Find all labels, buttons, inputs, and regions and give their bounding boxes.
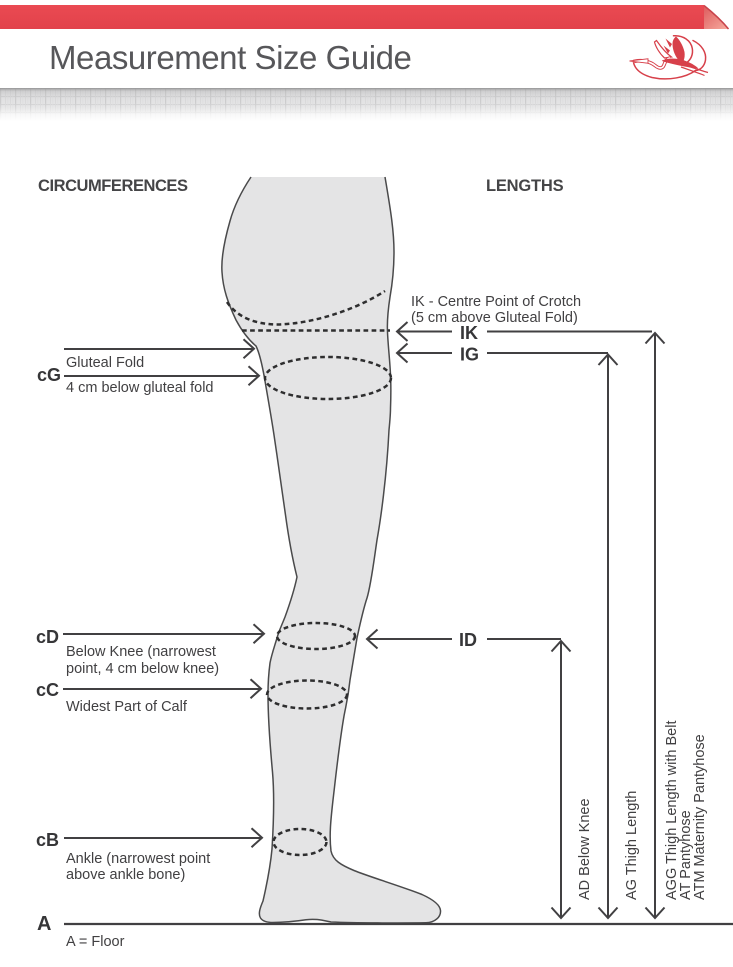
svg-text:Gluteal Fold: Gluteal Fold [66,355,144,371]
svg-text:IG: IG [460,345,479,365]
svg-text:4 cm below gluteal fold: 4 cm below gluteal fold [66,380,214,396]
svg-text:IK: IK [460,323,478,343]
svg-text:Measurement Size Guide: Measurement Size Guide [49,39,411,76]
svg-text:Ankle (narrowest point: Ankle (narrowest point [66,851,210,867]
svg-text:CIRCUMFERENCES: CIRCUMFERENCES [38,177,188,195]
svg-text:cD: cD [36,627,59,647]
svg-text:ATM Maternity Pantyhose: ATM Maternity Pantyhose [692,734,708,900]
svg-text:point, 4 cm below knee): point, 4 cm below knee) [66,661,219,677]
svg-text:Widest Part of Calf: Widest Part of Calf [66,699,188,715]
svg-text:LENGTHS: LENGTHS [486,177,564,195]
svg-text:AG Thigh Length: AG Thigh Length [624,791,640,900]
svg-text:cG: cG [37,365,61,385]
svg-text:AT Pantyhose: AT Pantyhose [678,810,694,900]
svg-text:A = Floor: A = Floor [66,934,125,950]
svg-text:cC: cC [36,680,59,700]
svg-text:AGG Thigh Length with Belt: AGG Thigh Length with Belt [664,721,680,900]
svg-text:AD Below Knee: AD Below Knee [577,798,593,900]
svg-text:A: A [37,913,51,935]
svg-text:cB: cB [36,830,59,850]
svg-text:IK - Centre Point of Crotch: IK - Centre Point of Crotch [411,294,581,310]
svg-text:above ankle bone): above ankle bone) [66,867,185,883]
svg-text:ID: ID [459,630,477,650]
svg-text:Below Knee (narrowest: Below Knee (narrowest [66,644,216,660]
svg-text:(5 cm above Gluteal Fold): (5 cm above Gluteal Fold) [411,310,578,326]
